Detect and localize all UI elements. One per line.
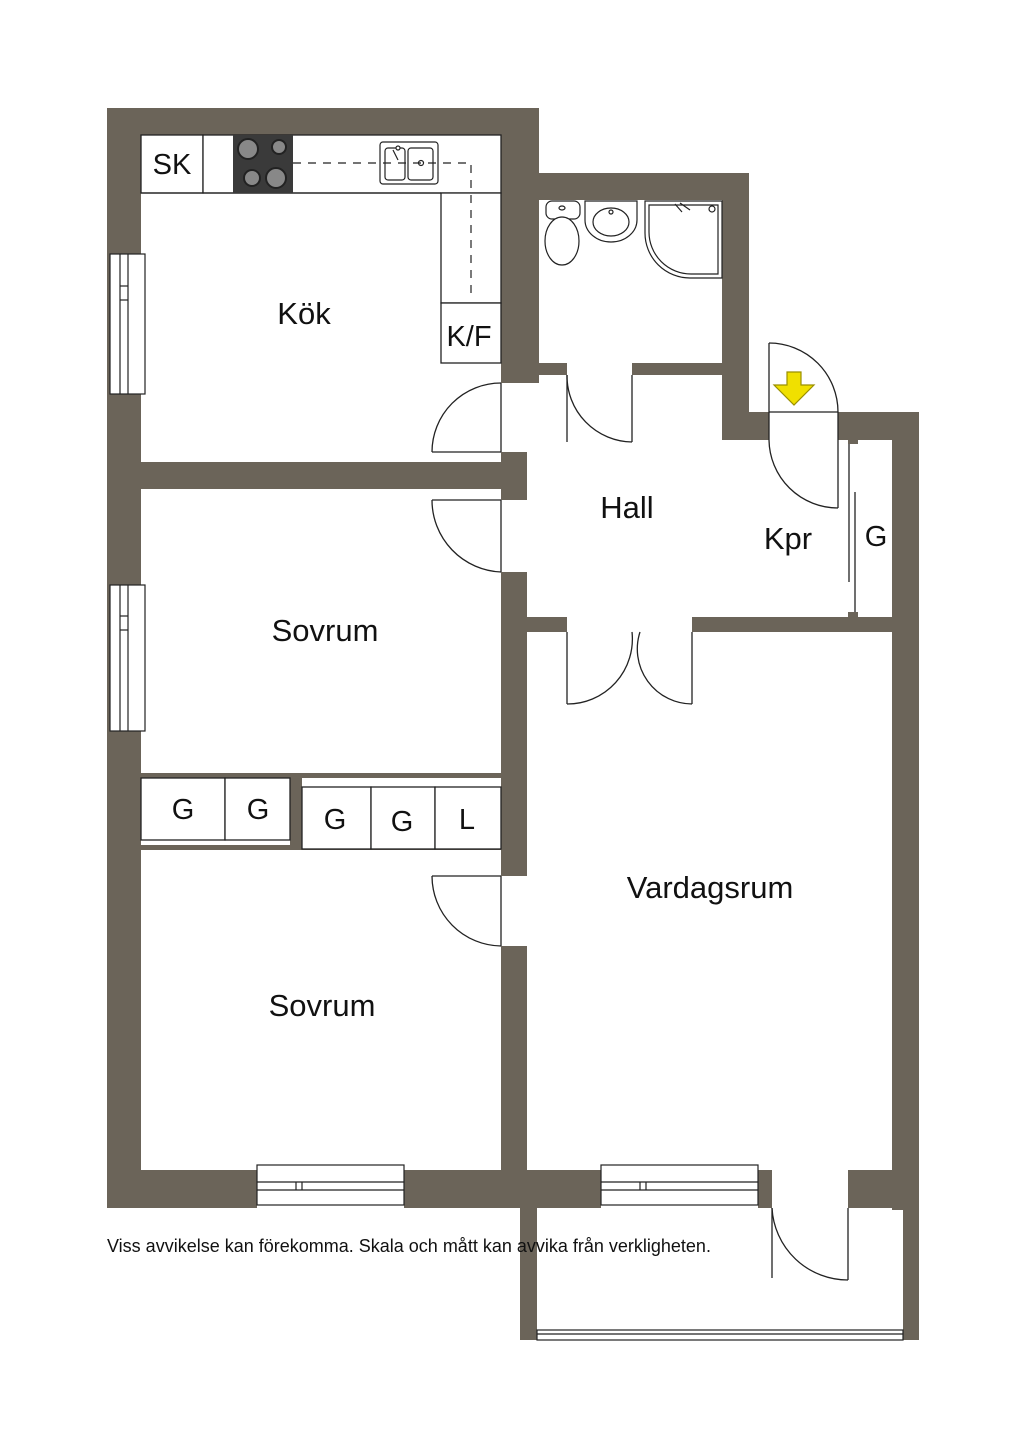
living-room-label: Vardagsrum: [627, 870, 794, 905]
sink-icon: [379, 141, 439, 185]
wardrobe-label-1: G: [172, 794, 195, 826]
kitchen-window: [109, 253, 146, 395]
balcony-rail: [536, 1329, 904, 1341]
hall-label: Hall: [600, 490, 653, 525]
bedroom-2-window: [256, 1164, 405, 1206]
closet-sliding-door: [848, 444, 856, 612]
stove-icon: [233, 135, 293, 193]
living-room-window: [600, 1164, 759, 1206]
doors: [431, 342, 856, 1281]
wardrobes: [140, 777, 502, 850]
hall-closet-label: G: [865, 521, 888, 553]
disclaimer-text: Viss avvikelse kan förekomma. Skala och …: [107, 1236, 711, 1256]
bedroom-2-label: Sovrum: [269, 988, 376, 1023]
bedroom-1-door: [431, 499, 502, 573]
bedroom-1-label: Sovrum: [272, 613, 379, 648]
bathroom-door: [566, 374, 633, 443]
bedroom-2-door: [431, 875, 502, 947]
kitchen-door: [431, 382, 502, 453]
toilet-icon: [544, 200, 581, 266]
bedroom-1-window: [109, 584, 146, 732]
washbasin-icon: [584, 200, 638, 243]
wardrobe-label-4: G: [391, 806, 414, 838]
kitchen-label: Kök: [277, 296, 331, 331]
windows: [109, 253, 904, 1341]
balcony-door: [771, 1207, 849, 1281]
sk-label: SK: [153, 149, 192, 181]
walls: [107, 108, 919, 1340]
linen-label: L: [459, 804, 475, 836]
kf-label: K/F: [446, 321, 491, 353]
kpr-label: Kpr: [764, 521, 812, 556]
entrance-arrow-icon: [772, 371, 816, 406]
wardrobe-label-3: G: [324, 804, 347, 836]
entrance-door: [768, 342, 839, 509]
living-room-double-door: [566, 631, 693, 705]
shower-icon: [644, 200, 723, 279]
wardrobe-label-2: G: [247, 794, 270, 826]
